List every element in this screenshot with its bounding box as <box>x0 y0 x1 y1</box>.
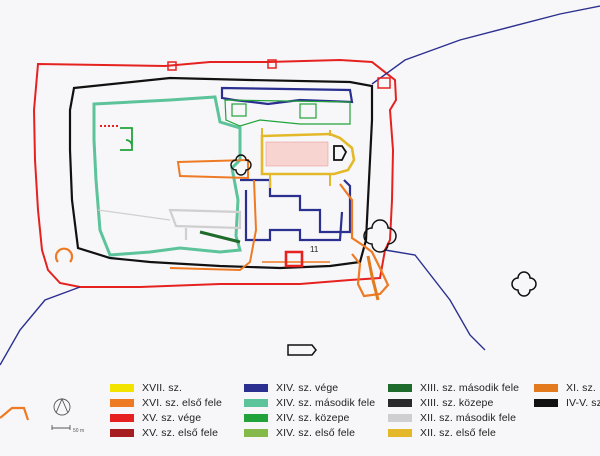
orange-wall-left <box>176 158 249 180</box>
bastion-bottom-left <box>0 406 30 421</box>
church-nave-floor <box>265 141 329 167</box>
rotunda-right <box>363 219 397 253</box>
inner-wall-black <box>68 76 374 270</box>
inner-wall-green <box>92 95 242 257</box>
red-cluster-bottom <box>284 250 304 268</box>
tower-red-3 <box>377 77 391 89</box>
blue-right-lower-line <box>384 249 486 351</box>
blue-outer-line <box>371 5 600 85</box>
church-outline <box>260 132 356 176</box>
church-apse <box>333 145 348 161</box>
orange-building <box>339 183 390 298</box>
scale-bar-label: 50 m <box>73 428 85 434</box>
quatrefoil-center <box>230 154 252 176</box>
tower-red-2 <box>267 59 277 69</box>
green-room <box>231 103 247 117</box>
church-tower-lines <box>261 128 331 188</box>
green-tower-left <box>120 127 133 151</box>
gray-line <box>97 209 171 221</box>
orange-lower-wall <box>366 255 380 301</box>
outer-wall-red <box>32 58 398 288</box>
orange-wall-right <box>169 179 258 272</box>
gray-structure <box>168 208 242 240</box>
bastion-left <box>54 247 74 263</box>
blue-building-lower <box>244 190 344 242</box>
dark-green-segment <box>199 230 241 244</box>
tower-red-1 <box>167 61 177 71</box>
green-building-cluster <box>224 99 351 127</box>
green-room-2 <box>299 103 317 119</box>
north-arrow-icon <box>53 397 71 416</box>
blue-lower-line <box>0 286 81 366</box>
quatrefoil-far-right <box>511 271 537 297</box>
plan-label-11: 11 <box>310 245 319 254</box>
small-chapel-bottom <box>287 344 317 356</box>
blue-building-top <box>220 86 354 106</box>
scale-bar <box>51 425 71 430</box>
